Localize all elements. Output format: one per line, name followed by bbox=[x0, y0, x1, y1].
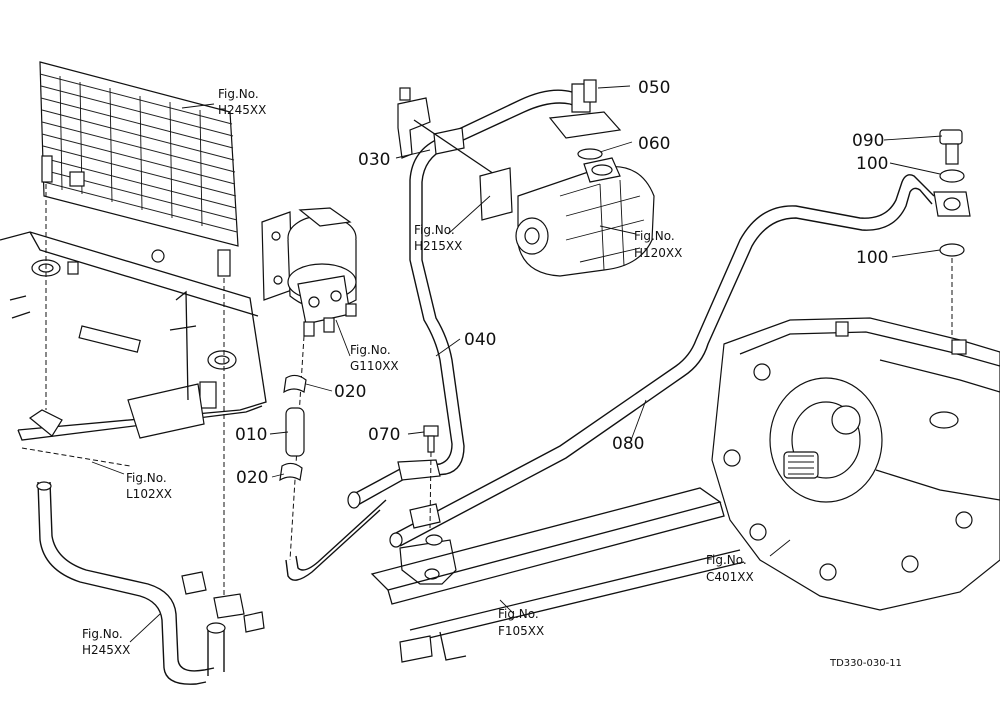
figref-c401-line1: Fig.No. bbox=[706, 553, 747, 567]
lower-hoses bbox=[36, 481, 265, 685]
callout-020-bottom: 020 bbox=[236, 468, 268, 488]
figref-h215-line1: Fig.No. bbox=[414, 223, 455, 237]
callout-050: 050 bbox=[638, 78, 670, 98]
hydraulic-pump bbox=[515, 157, 655, 277]
callout-090: 090 bbox=[852, 131, 884, 151]
callout-020-top: 020 bbox=[334, 382, 366, 402]
figref-h245-top-line2: H245XX bbox=[218, 103, 266, 117]
figref-g110-line1: Fig.No. bbox=[350, 343, 391, 357]
transmission-case bbox=[711, 317, 1000, 611]
callout-010: 010 bbox=[235, 425, 267, 445]
hose-010 bbox=[279, 335, 307, 561]
figref-c401-line2: C401XX bbox=[706, 570, 754, 584]
figref-h215-line2: H215XX bbox=[414, 239, 462, 253]
callout-060: 060 bbox=[638, 134, 670, 154]
callout-070: 070 bbox=[368, 425, 400, 445]
pipe-lower-left bbox=[285, 509, 381, 581]
lower-frame bbox=[370, 487, 745, 663]
figref-h120-line1: Fig.No. bbox=[634, 229, 675, 243]
figref-g110-line2: G110XX bbox=[350, 359, 399, 373]
figref-f105-line1: Fig.No. bbox=[498, 607, 539, 621]
callout-040: 040 bbox=[464, 330, 496, 350]
flange-050 bbox=[548, 79, 622, 160]
figref-h120-line2: H120XX bbox=[634, 246, 682, 260]
figref-l102-line2: L102XX bbox=[126, 487, 172, 501]
drawing-code: TD330-030-11 bbox=[829, 658, 902, 669]
control-valve bbox=[261, 207, 357, 337]
figref-h245-bottom-line1: Fig.No. bbox=[82, 627, 123, 641]
figref-h245-top-line1: Fig.No. bbox=[218, 87, 259, 101]
routing-dash-low bbox=[21, 447, 131, 467]
figref-l102-line1: Fig.No. bbox=[126, 471, 167, 485]
callout-100-top: 100 bbox=[856, 154, 888, 174]
callout-030: 030 bbox=[358, 150, 390, 170]
bolt-070 bbox=[423, 425, 439, 529]
oil-cooler bbox=[39, 61, 239, 277]
bracket-030 bbox=[397, 87, 513, 221]
frame-plate bbox=[0, 231, 267, 441]
callout-080: 080 bbox=[612, 434, 644, 454]
pipe-080 bbox=[389, 174, 935, 548]
figref-h245-bottom-line2: H245XX bbox=[82, 643, 130, 657]
callout-100-bottom: 100 bbox=[856, 248, 888, 268]
figref-f105-line2: F105XX bbox=[498, 624, 544, 638]
leader-lines bbox=[91, 85, 943, 643]
